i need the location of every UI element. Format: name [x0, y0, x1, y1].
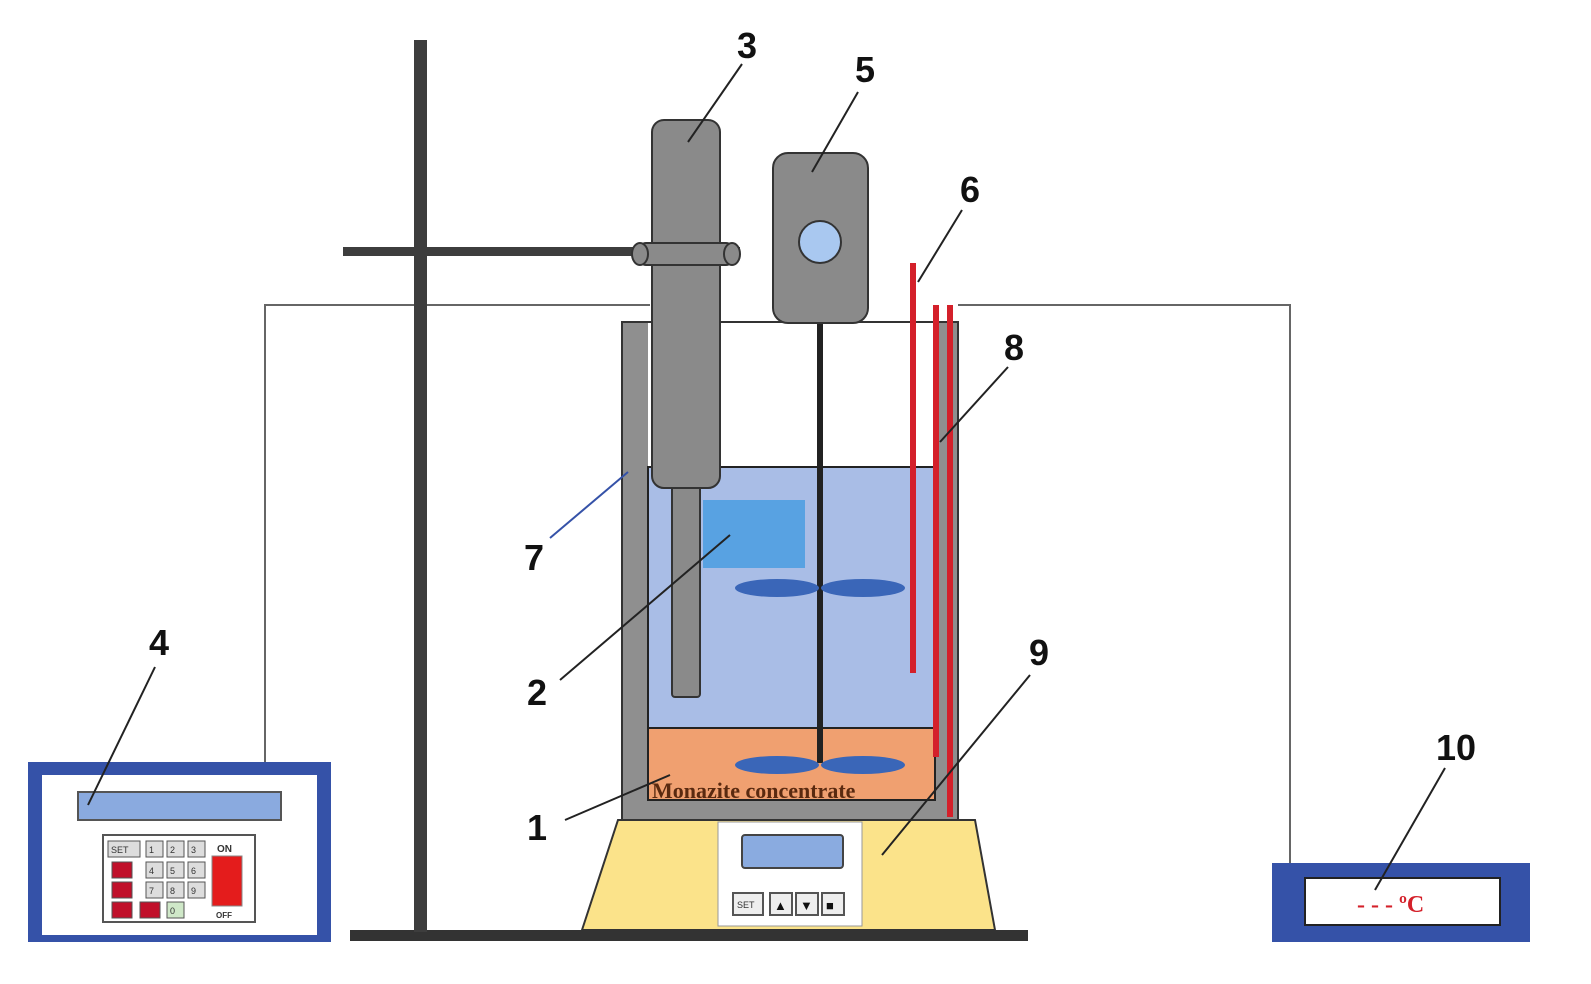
hotplate-display	[741, 834, 844, 869]
keypad-key[interactable]	[187, 840, 206, 858]
arrow-right-icon[interactable]	[139, 901, 161, 919]
heater-tube-b	[947, 305, 953, 817]
keypad-key[interactable]	[166, 840, 185, 858]
label-9: 9	[1029, 632, 1049, 673]
hotplate-button-up[interactable]	[769, 892, 793, 916]
hotplate-button-stop-label: ■	[826, 898, 834, 913]
keypad-key[interactable]	[166, 901, 185, 919]
power-switch[interactable]	[211, 855, 243, 907]
impeller-lower-right	[821, 756, 905, 774]
label-1: 1	[527, 807, 547, 848]
keypad-key[interactable]	[166, 861, 185, 879]
keypad-key-label: 6	[191, 866, 196, 876]
leader-lines	[87, 63, 1446, 891]
keypad-key[interactable]	[187, 861, 206, 879]
label-4: 4	[149, 622, 169, 663]
impeller-upper-right	[821, 579, 905, 597]
motor-indicator-icon	[798, 220, 842, 264]
label-7: 7	[524, 537, 544, 578]
keypad-key-label: 4	[149, 866, 154, 876]
label-6: 6	[960, 169, 980, 210]
hotplate-button-set-label: SET	[737, 900, 755, 910]
keypad-key-label: 9	[191, 886, 196, 896]
sensor-block	[703, 500, 805, 568]
sample-label: Monazite concentrate	[652, 778, 856, 803]
keypad-key[interactable]	[145, 840, 164, 858]
clamp-knob-left	[631, 242, 649, 266]
impeller-upper-left	[735, 579, 819, 597]
thermometer-tube	[910, 263, 916, 673]
probe-clamp	[639, 242, 733, 266]
hotplate-buttons: SET ▲ ▼ ■	[732, 892, 845, 916]
arrow-left-icon[interactable]	[111, 901, 133, 919]
heater-tube-a	[933, 305, 939, 757]
arrow-up-icon[interactable]	[111, 861, 133, 879]
thermometer-display	[1304, 877, 1501, 926]
stand-rod	[414, 40, 427, 932]
keypad-key-label: 7	[149, 886, 154, 896]
keypad-key-label: 8	[170, 886, 175, 896]
label-5: 5	[855, 49, 875, 90]
label-10: 10	[1436, 727, 1476, 768]
clamp-knob-right	[723, 242, 741, 266]
wires	[264, 304, 1291, 865]
stirrer-shaft	[817, 323, 823, 763]
keypad-key[interactable]	[107, 840, 141, 858]
label-8: 8	[1004, 327, 1024, 368]
keypad-key-label: 1	[149, 845, 154, 855]
stand-arm	[343, 247, 740, 256]
probe-body	[651, 119, 721, 489]
keypad-key[interactable]	[166, 881, 185, 899]
keypad-key-label: 2	[170, 845, 175, 855]
keypad-keys: SET 1 2 3 4 5 6 7 8 9 0	[107, 840, 206, 919]
keypad-key-label: SET	[111, 845, 129, 855]
label-2: 2	[527, 672, 547, 713]
keypad-key[interactable]	[145, 861, 164, 879]
label-3: 3	[737, 25, 757, 66]
controller-display	[77, 791, 282, 821]
hotplate-button-up-label: ▲	[774, 898, 787, 913]
keypad-key-label: 5	[170, 866, 175, 876]
keypad-key[interactable]	[145, 881, 164, 899]
hotplate-button-stop[interactable]	[821, 892, 845, 916]
power-on-label: ON	[217, 844, 232, 855]
hotplate-button-set[interactable]	[732, 892, 764, 916]
impeller-lower-left	[735, 756, 819, 774]
keypad-key[interactable]	[187, 881, 206, 899]
power-off-label: OFF	[216, 911, 232, 920]
keypad-key-label: 0	[170, 906, 175, 916]
hotplate-button-down[interactable]	[795, 892, 819, 916]
keypad-key-label: 3	[191, 845, 196, 855]
thermometer-reading: - - - ºC	[1357, 892, 1424, 918]
probe-lower-rod	[671, 479, 701, 698]
arrow-down-icon[interactable]	[111, 881, 133, 899]
hotplate-button-down-label: ▼	[800, 898, 813, 913]
stand-base	[350, 930, 1028, 941]
